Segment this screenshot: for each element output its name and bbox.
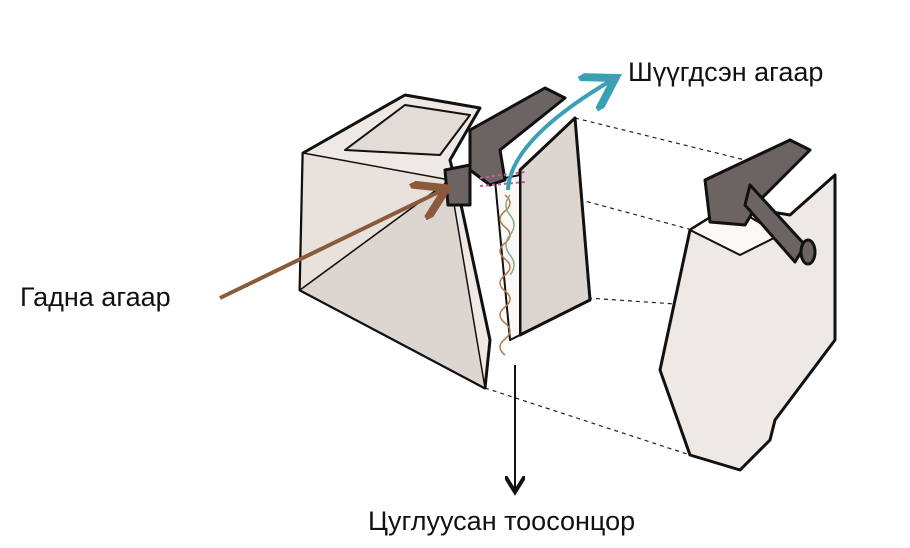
filtered-air-arrow <box>506 80 612 191</box>
inlet-air-path <box>479 171 526 187</box>
filtered-air-label: Шүүгдсэн агаар <box>628 57 824 87</box>
projection-lines <box>484 117 746 456</box>
particle-trail <box>499 194 511 356</box>
left-filter-block <box>298 86 592 390</box>
outside-air-arrow <box>219 190 443 300</box>
particle-trail <box>505 194 515 276</box>
collected-particles-label: Цуглуусан тоосонцор <box>368 506 636 536</box>
right-filter-block <box>658 138 837 472</box>
outside-air-label: Гадна агаар <box>20 282 171 312</box>
